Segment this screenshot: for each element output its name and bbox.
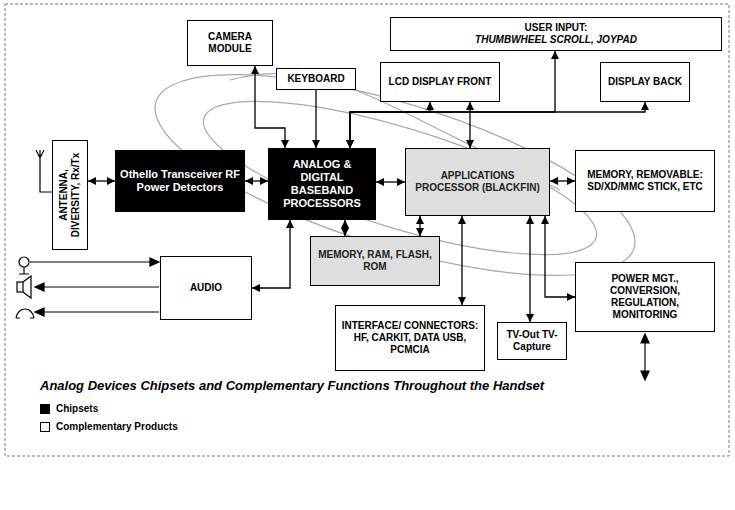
- box-label: CAMERA MODULE: [192, 31, 268, 55]
- processor-box: APPLICATIONS PROCESSOR (BLACKFIN): [405, 148, 550, 216]
- connector: [461, 216, 462, 305]
- power-io-arrow: [641, 334, 649, 380]
- connector: [252, 220, 290, 288]
- tv-box: TV-Out TV-Capture: [497, 322, 567, 360]
- antenna-symbol: [36, 150, 52, 192]
- connector: [529, 216, 530, 322]
- memory-box: MEMORY, RAM, FLASH, ROM: [310, 236, 440, 286]
- legend-swatch: [40, 422, 50, 432]
- connector: [545, 216, 575, 297]
- connector: [344, 220, 345, 236]
- connector: [350, 102, 430, 148]
- audio-symbols: [16, 257, 159, 318]
- legend-row: Chipsets: [40, 402, 98, 416]
- legend-row: Complementary Products: [40, 420, 178, 434]
- box-label: INTERFACE/ CONNECTORS: HF, CARKIT, DATA …: [340, 320, 480, 356]
- display-box: LCD DISPLAY FRONT: [380, 62, 500, 102]
- box-label: KEYBOARD: [287, 73, 344, 85]
- connector: [350, 102, 645, 148]
- connector: [419, 216, 420, 236]
- box-label: Othello Transceiver RF Power Detectors: [120, 168, 240, 194]
- legend-swatch: [40, 404, 50, 414]
- memory-box: MEMORY, REMOVABLE: SD/XD/MMC STICK, ETC: [575, 150, 715, 212]
- box-label: TV-Out TV-Capture: [502, 329, 562, 353]
- connector: [245, 180, 268, 181]
- connector: [350, 51, 555, 148]
- box-label: AUDIO: [190, 282, 222, 294]
- connector: [550, 180, 575, 181]
- box-label: ANALOG & DIGITAL BASEBAND PROCESSORS: [273, 158, 371, 210]
- display-box: DISPLAY BACK: [600, 62, 690, 102]
- power-box: POWER MGT., CONVERSION, REGULATION, MONI…: [575, 262, 715, 332]
- box-label: POWER MGT., CONVERSION, REGULATION, MONI…: [580, 273, 710, 321]
- box-label: MEMORY, RAM, FLASH, ROM: [315, 249, 435, 273]
- chipset-box: ANALOG & DIGITAL BASEBAND PROCESSORS: [268, 148, 376, 220]
- box-label: ANTENNA, DIVERSITY, Rx/Tx: [58, 143, 82, 247]
- chipset-box: Othello Transceiver RF Power Detectors: [115, 150, 245, 212]
- box-label: USER INPUT:: [525, 22, 588, 34]
- box-label: LCD DISPLAY FRONT: [389, 76, 492, 88]
- input-box: KEYBOARD: [276, 68, 356, 90]
- module-box: CAMERA MODULE: [187, 20, 273, 66]
- audio-box: AUDIO: [160, 256, 252, 320]
- box-detail: THUMBWHEEL SCROLL, JOYPAD: [475, 34, 637, 46]
- connector: [469, 102, 470, 148]
- box-label: MEMORY, REMOVABLE: SD/XD/MMC STICK, ETC: [580, 169, 710, 193]
- input-box: USER INPUT:THUMBWHEEL SCROLL, JOYPAD: [390, 17, 722, 51]
- box-label: APPLICATIONS PROCESSOR (BLACKFIN): [410, 170, 545, 194]
- box-label: DISPLAY BACK: [608, 76, 682, 88]
- connector: [315, 90, 316, 148]
- caption: Analog Devices Chipsets and Complementar…: [40, 378, 544, 394]
- interface-box: INTERFACE/ CONNECTORS: HF, CARKIT, DATA …: [335, 305, 485, 371]
- antenna-box: ANTENNA, DIVERSITY, Rx/Tx: [52, 140, 88, 250]
- connector: [88, 180, 115, 181]
- frame: [5, 4, 729, 456]
- legend-text: Complementary Products: [56, 421, 178, 433]
- connector: [376, 181, 405, 182]
- legend-text: Chipsets: [56, 403, 98, 415]
